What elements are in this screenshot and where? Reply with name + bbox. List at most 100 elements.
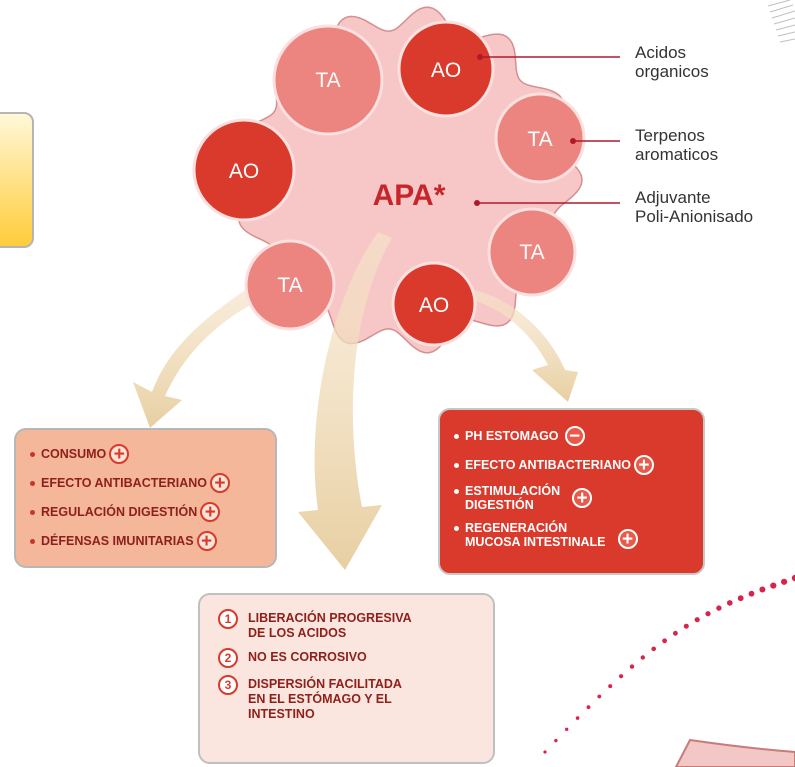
trail-dot — [597, 694, 602, 699]
effect-text: ESTIMULACIÓN DIGESTIÓN — [465, 484, 560, 512]
bubble-ta: TA — [244, 239, 336, 331]
bubble-ta-label: TA — [527, 128, 552, 151]
trail-dot — [608, 684, 613, 689]
number-badge: 3 — [218, 675, 238, 695]
effect-text: PH ESTOMAGO — [465, 429, 559, 443]
leader-terpenos — [570, 138, 620, 144]
effect-item: REGULACIÓN DIGESTIÓN + — [30, 502, 265, 522]
trail-dot — [683, 623, 689, 629]
terpenos-effects-box: CONSUMO + EFECTO ANTIBACTERIANO + REGULA… — [14, 428, 277, 568]
apa-center-label: APA* — [373, 179, 446, 212]
effect-item: REGENERACIÓN MUCOSA INTESTINALE + — [454, 521, 695, 549]
callout-acidos-line2: organicos — [635, 62, 709, 81]
effect-item: EFECTO ANTIBACTERIANO + — [30, 473, 265, 493]
callout-adjuvante: Adjuvante Poli-Anionisado — [635, 188, 753, 226]
bullet-icon — [30, 509, 35, 515]
arrow-to-right-box — [458, 288, 578, 402]
plus-icon: + — [572, 488, 593, 508]
bubble-ao-label: AO — [229, 160, 259, 183]
effect-text: EFECTO ANTIBACTERIANO — [41, 476, 207, 490]
property-text: LIBERACIÓN PROGRESIVA DE LOS ACIDOS — [248, 611, 412, 641]
trail-dot — [543, 750, 547, 754]
property-text-line: DISPERSIÓN FACILITADA — [248, 677, 402, 691]
property-item: 3 DISPERSIÓN FACILITADA EN EL ESTÓMAGO Y… — [218, 675, 483, 722]
bubble-ao-label: AO — [431, 59, 461, 82]
effect-text: CONSUMO — [41, 447, 107, 461]
property-text-line: DE LOS ACIDOS — [248, 626, 347, 640]
dotted-trail-decoration — [543, 574, 795, 754]
property-text-line: EN EL ESTÓMAGO Y EL — [248, 692, 392, 706]
side-tab — [0, 112, 34, 248]
acidos-effects-box: PH ESTOMAGO − EFECTO ANTIBACTERIANO + ES… — [438, 408, 705, 575]
property-item: 2 NO ES CORROSIVO — [218, 648, 483, 668]
number-badge: 1 — [218, 609, 238, 629]
property-text-line: NO ES CORROSIVO — [248, 650, 367, 664]
trail-dot — [737, 595, 744, 602]
effect-text-line2: DIGESTIÓN — [465, 498, 534, 512]
effect-item: PH ESTOMAGO − — [454, 426, 695, 446]
bullet-icon — [454, 526, 459, 531]
corner-hatch-decoration — [767, 0, 795, 43]
trail-dot — [694, 617, 700, 623]
plus-icon: + — [109, 444, 130, 464]
bubble-ta: TA — [494, 92, 586, 184]
bullet-icon — [30, 451, 35, 457]
number-badge: 2 — [218, 648, 238, 668]
callout-acidos: Acidos organicos — [635, 43, 709, 81]
trail-dot — [716, 605, 722, 611]
callout-adjuvante-line2: Poli-Anionisado — [635, 207, 754, 226]
trail-dot — [727, 600, 733, 606]
bubble-ao: AO — [192, 118, 296, 222]
bubble-ta: TA — [272, 24, 384, 136]
trail-dot — [640, 655, 645, 660]
property-item: 1 LIBERACIÓN PROGRESIVA DE LOS ACIDOS — [218, 609, 483, 641]
trail-dot — [619, 674, 624, 679]
trail-dot — [748, 590, 755, 597]
effect-item: EFECTO ANTIBACTERIANO + — [454, 455, 695, 475]
callout-terpenos-line2: aromaticos — [635, 145, 719, 164]
plus-icon: + — [209, 473, 230, 493]
callout-terpenos-line1: Terpenos — [635, 126, 705, 145]
effect-text: REGENERACIÓN MUCOSA INTESTINALE — [465, 521, 606, 549]
pink-corner-shape — [674, 738, 795, 767]
minus-icon: − — [564, 426, 585, 446]
effect-text: DÉFENSAS IMUNITARIAS — [41, 534, 194, 548]
trail-dot — [554, 738, 558, 743]
trail-dot — [565, 727, 569, 731]
bullet-icon — [454, 489, 459, 494]
plus-icon: + — [200, 502, 221, 522]
bullet-icon — [454, 433, 459, 439]
leader-adjuvante — [474, 200, 620, 206]
effect-text-line1: ESTIMULACIÓN — [465, 484, 561, 498]
callout-terpenos: Terpenos aromaticos — [635, 126, 718, 164]
bubble-ta-label: TA — [315, 69, 340, 92]
trail-dot — [629, 664, 635, 669]
effect-item: CONSUMO + — [30, 444, 265, 464]
bullet-icon — [30, 480, 35, 486]
arrow-to-bottom-box — [298, 232, 392, 570]
effect-text-line1: REGENERACIÓN — [465, 521, 568, 535]
trail-dot — [673, 630, 678, 636]
leader-acidos — [477, 54, 620, 60]
trail-dot — [759, 586, 766, 593]
callout-adjuvante-line1: Adjuvante — [635, 188, 711, 207]
trail-dot — [770, 582, 777, 589]
property-text-line: INTESTINO — [248, 707, 315, 721]
trail-dot — [586, 705, 591, 710]
trail-dot — [705, 611, 711, 617]
property-text: NO ES CORROSIVO — [248, 650, 367, 665]
trail-dot — [662, 638, 667, 644]
effect-item: ESTIMULACIÓN DIGESTIÓN + — [454, 484, 695, 512]
bubble-ao: AO — [397, 20, 495, 118]
bullet-icon — [454, 462, 459, 468]
property-text: DISPERSIÓN FACILITADA EN EL ESTÓMAGO Y E… — [248, 677, 402, 722]
property-text-line: LIBERACIÓN PROGRESIVA — [248, 611, 412, 625]
effect-item: DÉFENSAS IMUNITARIAS + — [30, 531, 265, 551]
bubble-ta-label: TA — [277, 274, 302, 297]
plus-icon: + — [196, 531, 217, 551]
effect-text: EFECTO ANTIBACTERIANO — [465, 458, 631, 472]
trail-dot — [575, 716, 580, 720]
plus-icon: + — [617, 529, 638, 549]
callout-acidos-line1: Acidos — [635, 43, 687, 62]
